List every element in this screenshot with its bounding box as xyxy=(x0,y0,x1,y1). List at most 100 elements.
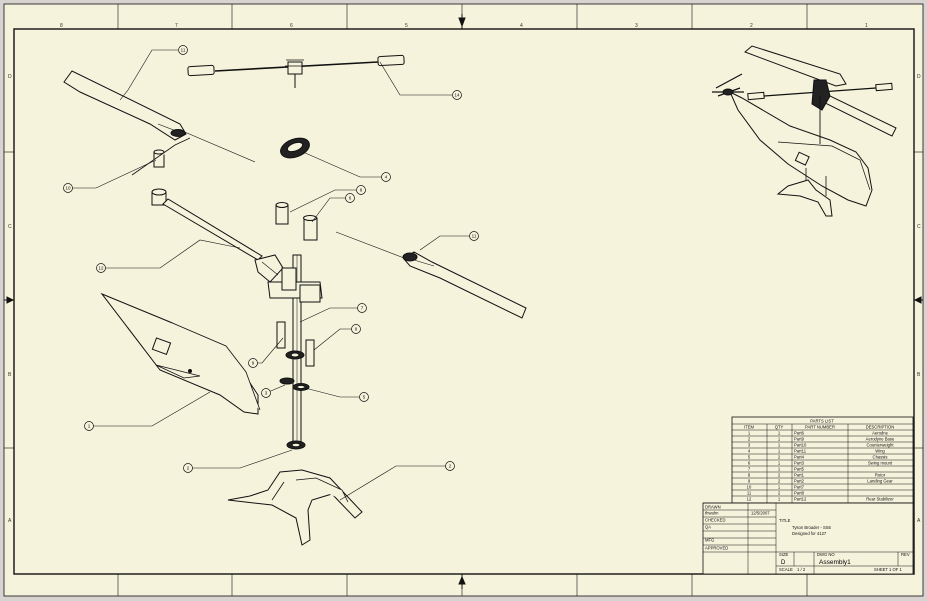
parts-list-cell: Wing xyxy=(875,449,885,454)
zone-label: D xyxy=(917,74,921,80)
parts-list-cell: Part2 xyxy=(794,479,805,484)
balloon xyxy=(248,358,258,368)
title-line1: Tyson Broader - SS6 xyxy=(792,525,832,530)
parts-list-cell: 7 xyxy=(748,467,751,472)
checked-label: CHECKED xyxy=(705,518,725,523)
hub-part xyxy=(280,137,310,159)
parts-list-cell: 10 xyxy=(747,485,752,490)
zone-label: 3 xyxy=(635,23,638,29)
tail-hub-parts xyxy=(131,137,191,206)
balloon-number: 8 xyxy=(360,188,363,193)
parts-list-cell: Part9 xyxy=(794,437,805,442)
zone-labels: 8 7 6 5 4 3 2 1 D C B A D C B A xyxy=(8,23,921,524)
parts-list-header: DESCRIPTION xyxy=(866,425,895,430)
title-block: DRAWN thwahn 12/5/2007 CHECKED QA MFG AP… xyxy=(702,502,914,575)
parts-list-cell: 1 xyxy=(778,431,781,436)
parts-list-cell: Part7 xyxy=(794,485,805,490)
parts-list-cell: 1 xyxy=(748,431,751,436)
balloon xyxy=(178,45,188,55)
scale-label: SCALE xyxy=(779,567,793,572)
zone-label: C xyxy=(8,224,12,230)
balloon xyxy=(351,324,361,334)
parts-list-header: PART NUMBER xyxy=(805,425,835,430)
qa-label: QA xyxy=(705,525,711,530)
parts-list-header: ITEM xyxy=(744,425,755,430)
balloon xyxy=(63,183,73,193)
balloon xyxy=(261,388,271,398)
title-label: TITLE xyxy=(779,518,791,523)
exploded-view xyxy=(63,54,527,546)
zone-label: 6 xyxy=(290,23,293,29)
parts-list-cell: Part11 xyxy=(794,449,807,454)
balloon-number: 11 xyxy=(472,234,477,239)
parts-list-cell: 12 xyxy=(747,497,752,502)
rev-label: REV xyxy=(901,552,910,557)
zone-label: A xyxy=(8,518,12,524)
center-shaft xyxy=(267,254,323,450)
tail-boom xyxy=(162,198,284,283)
drawing-border xyxy=(13,28,915,575)
parts-list-cell: 1 xyxy=(778,467,781,472)
parts-list-cell: 8 xyxy=(748,473,751,478)
parts-list-cell: 1 xyxy=(778,437,781,442)
right-blade xyxy=(402,251,527,319)
balloon-number: 11 xyxy=(181,48,186,53)
parts-list-cell: 9 xyxy=(748,479,751,484)
sheet-number: SHEET 1 OF 1 xyxy=(874,567,903,572)
balloon-numbers: 11 14 4 10 8 6 11 12 7 9 9 3 5 1 2 2 xyxy=(65,48,476,471)
dwg-label: DWG NO xyxy=(817,552,835,557)
parts-list-cell: 1 xyxy=(778,497,781,502)
parts-list-header: QTY xyxy=(775,425,784,430)
parts-list-cell: 6 xyxy=(748,461,751,466)
balloon-number: 9 xyxy=(355,327,358,332)
balloon xyxy=(84,421,94,431)
mfg-label: MFG xyxy=(705,538,714,543)
parts-list-cell: Part12 xyxy=(794,497,807,502)
parts-list-cell: Part8 xyxy=(794,491,805,496)
balloon-number: 14 xyxy=(454,93,460,98)
zone-label: 2 xyxy=(750,23,753,29)
balloon-number: 9 xyxy=(252,361,255,366)
zone-label: 7 xyxy=(175,23,178,29)
zone-label: D xyxy=(8,74,12,80)
parts-list-cell: 2 xyxy=(748,437,751,442)
landing-skid xyxy=(227,469,363,546)
balloon-number: 12 xyxy=(98,266,104,271)
dwg-number: Assembly1 xyxy=(819,559,851,566)
balloon xyxy=(96,263,106,273)
balloon xyxy=(183,463,193,473)
balloon-number: 2 xyxy=(449,464,452,469)
title-line2: Designed for 4127 xyxy=(792,531,827,536)
zone-label: 4 xyxy=(520,23,523,29)
parts-list-cell: Part3 xyxy=(794,461,805,466)
balloon-number: 2 xyxy=(187,466,190,471)
scale-value: 1 / 2 xyxy=(797,567,806,572)
zone-label: A xyxy=(917,518,921,524)
balloon xyxy=(452,90,462,100)
approved-label: APPROVED xyxy=(705,546,728,551)
parts-list-cell: 11 xyxy=(747,491,752,496)
main-rotor xyxy=(187,54,405,88)
zone-label: B xyxy=(8,372,12,378)
parts-list-cell: 1 xyxy=(778,485,781,490)
parts-list-cell: Aerodyne Base xyxy=(866,437,895,442)
balloon-number: 5 xyxy=(363,395,366,400)
size-label: SIZE xyxy=(779,552,789,557)
parts-list-cell: 1 xyxy=(778,461,781,466)
balloon-number: 1 xyxy=(88,424,91,429)
parts-list-cell: Chassis xyxy=(873,455,888,460)
assembled-view xyxy=(712,45,897,217)
leader-lines xyxy=(68,49,470,501)
parts-list-cell: Rear Stabilizer xyxy=(866,497,894,502)
zone-label: 8 xyxy=(60,23,63,29)
parts-list-cell: Part6 xyxy=(794,431,805,436)
parts-list-cell: 1 xyxy=(778,443,781,448)
upper-posts xyxy=(275,202,318,241)
parts-list-cell: Part1 xyxy=(794,473,805,478)
balloon xyxy=(469,231,479,241)
parts-list-cell: 1 xyxy=(778,449,781,454)
size-value: D xyxy=(781,560,786,566)
parts-list-cell: Counterweight xyxy=(866,443,894,448)
zone-label: 1 xyxy=(865,23,868,29)
